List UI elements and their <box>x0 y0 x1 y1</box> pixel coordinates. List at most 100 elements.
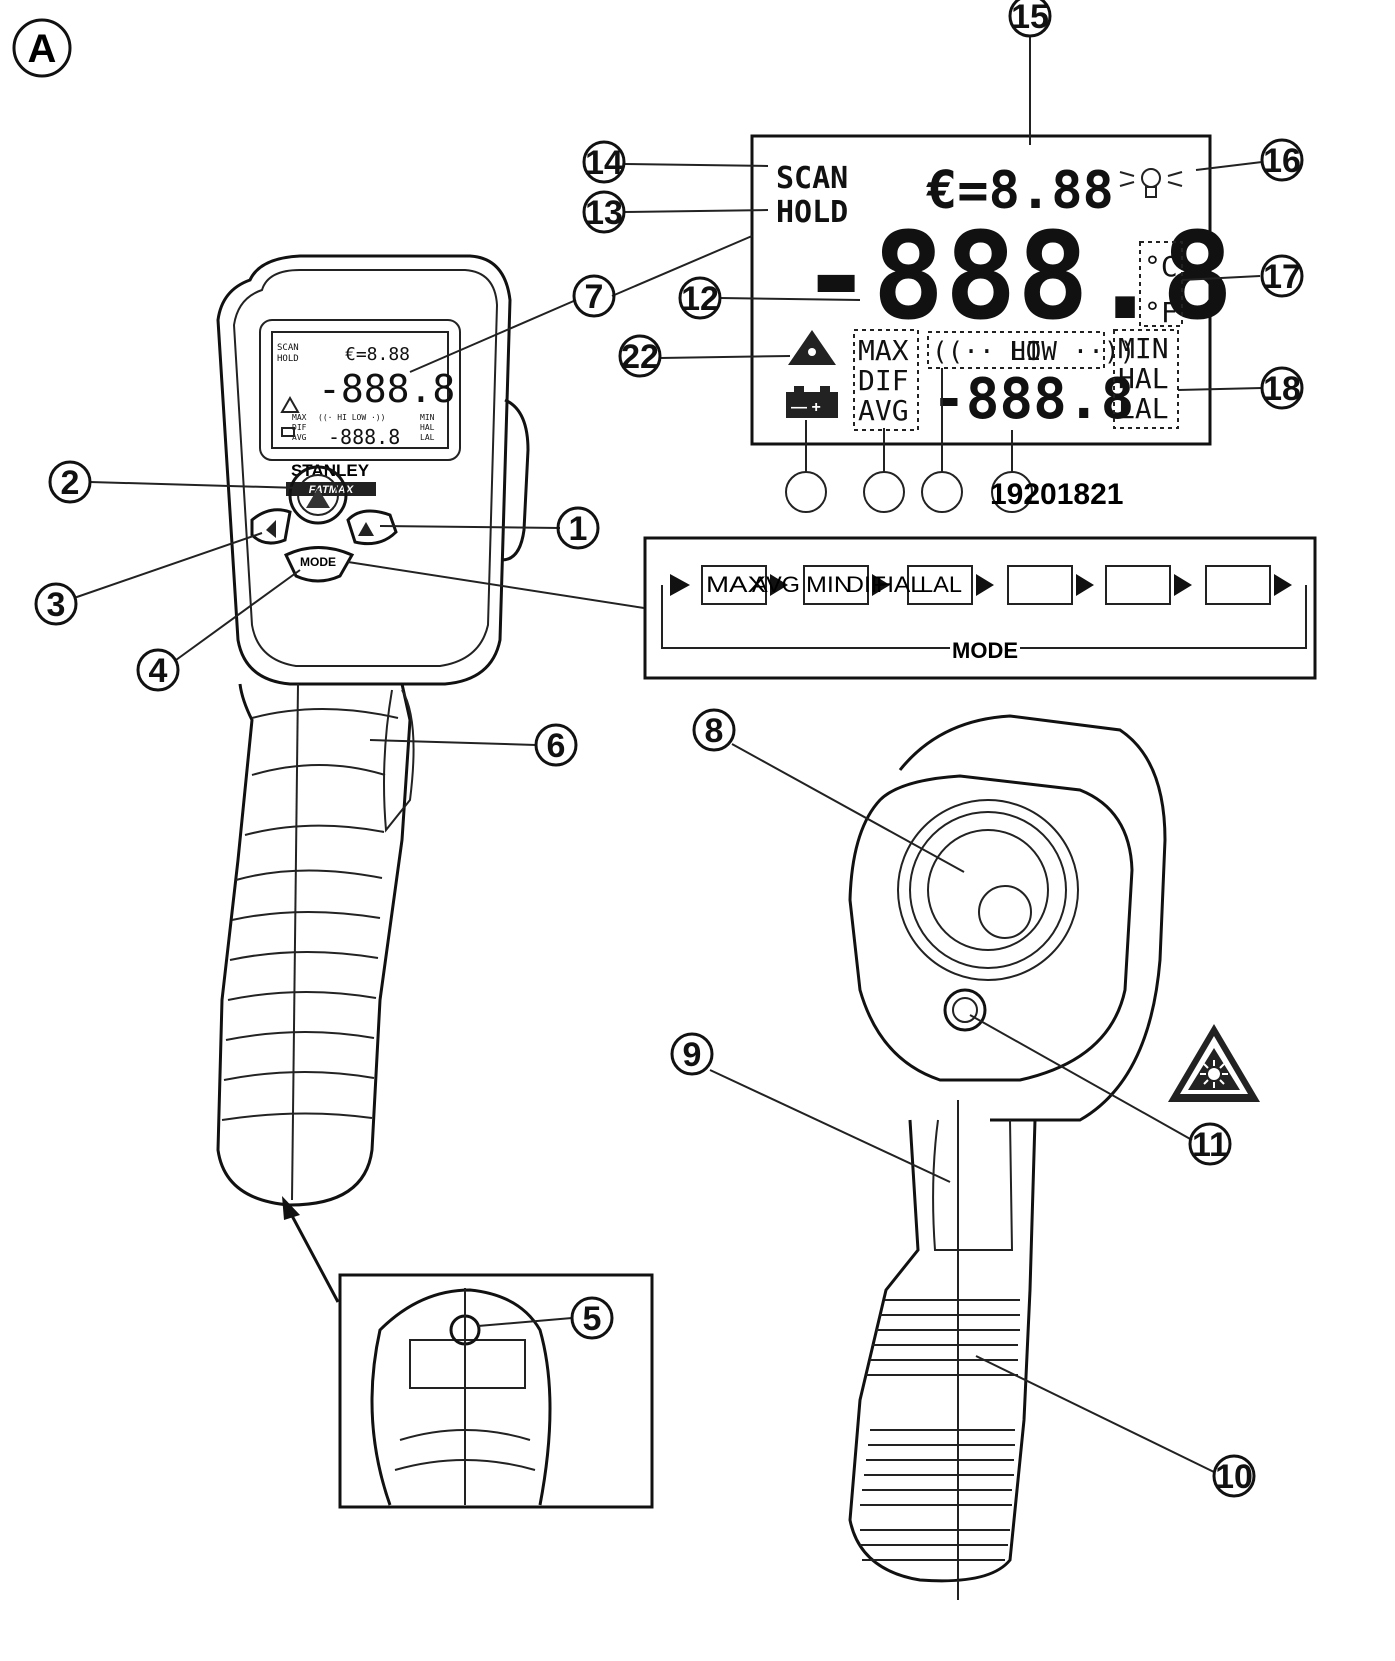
lcd-main-digits: -888.8 <box>800 208 1233 347</box>
callout-14: 14 <box>582 140 626 184</box>
brand-plate <box>286 482 376 496</box>
lcd-lal: LAL <box>1118 392 1169 425</box>
svg-text:5: 5 <box>583 1300 602 1338</box>
small-lcd-emissivity: €=8.88 <box>345 344 410 365</box>
callouts: 1 2 3 4 5 6 7 8 9 10 11 12 13 14 15 16 1… <box>34 0 1304 1498</box>
callout-5: 5 <box>570 1296 614 1340</box>
svg-text:16: 16 <box>1263 142 1301 180</box>
lcd-unit-f: °F <box>1144 296 1178 329</box>
backlight-bulb-icon <box>1119 168 1183 198</box>
small-lcd-avg: AVG <box>292 433 307 442</box>
callout-8: 8 <box>692 708 736 752</box>
mode-loop-label: MODE <box>952 638 1018 663</box>
laser-backlight-button[interactable] <box>288 465 348 525</box>
callout-12: 12 <box>678 276 722 320</box>
svg-text:6: 6 <box>547 727 566 765</box>
unit-box <box>1139 241 1183 327</box>
callout-11: 11 <box>1188 1122 1232 1166</box>
svg-text:22: 22 <box>621 338 659 376</box>
laser-warning-sign-icon <box>1168 1024 1260 1102</box>
lcd-detail: SCAN HOLD €=8.88 -888.8 °C °F MAX DIF AV… <box>750 134 1233 513</box>
lcd-scan-label: SCAN <box>776 161 848 196</box>
callout-16: 16 <box>1260 138 1304 182</box>
mode-box-hal: HAL <box>876 572 924 597</box>
celsius-down-button[interactable] <box>250 508 292 545</box>
lcd-min: MIN <box>1118 332 1169 365</box>
ir-lens <box>978 885 1032 939</box>
callout-17: 17 <box>1260 254 1304 298</box>
lcd-dif: DIF <box>858 364 909 397</box>
svg-text:13: 13 <box>585 194 623 232</box>
callout-15: 15 <box>1008 0 1052 38</box>
svg-text:8: 8 <box>705 712 724 750</box>
small-lcd <box>271 331 449 449</box>
laser-warning-icon <box>788 330 836 365</box>
callout-4: 4 <box>136 648 180 692</box>
battery-compartment-inset <box>338 1273 654 1509</box>
mode-cycle-panel: MAX AVG MIN DIF HAL LAL MODE <box>643 536 1317 680</box>
svg-text:18: 18 <box>1263 370 1301 408</box>
lcd-max: MAX <box>858 334 909 367</box>
battery-icon: — + <box>786 386 838 418</box>
lcd-avg: AVG <box>858 394 909 427</box>
callout-19-21: 19201821 <box>990 478 1123 511</box>
svg-text:15: 15 <box>1011 0 1049 36</box>
small-lcd-min: MIN <box>420 413 435 422</box>
svg-text:— +: — + <box>791 399 821 416</box>
callout-10: 10 <box>1212 1454 1256 1498</box>
callout-3: 3 <box>34 582 78 626</box>
svg-text:11: 11 <box>1192 1126 1228 1164</box>
small-lcd-scan: SCAN <box>277 343 299 353</box>
svg-text:12: 12 <box>681 280 719 318</box>
callout-2: 2 <box>48 460 92 504</box>
small-battery-icon <box>281 427 295 437</box>
mode-box-avg: AVG <box>752 572 800 597</box>
handle <box>216 683 412 1207</box>
lcd-low: LOW ··)) <box>1010 337 1135 367</box>
svg-text:3: 3 <box>47 586 66 624</box>
lcd-hi: ((·· HI <box>932 337 1042 367</box>
small-lcd-hold: HOLD <box>277 354 299 364</box>
laser-aperture <box>943 988 987 1032</box>
figure-label-text: A <box>28 27 57 71</box>
figure-label: A <box>12 18 72 78</box>
trigger[interactable] <box>383 689 415 833</box>
fahrenheit-up-button[interactable] <box>346 509 398 546</box>
callout-7: 7 <box>572 274 616 318</box>
lcd-hold-label: HOLD <box>776 195 848 230</box>
small-lcd-hi-low: ((· HI LOW ·)) <box>318 413 385 422</box>
mode-box-lal: LAL <box>920 572 962 597</box>
svg-text:10: 10 <box>1215 1458 1253 1496</box>
min-hal-lal-box <box>1113 329 1179 429</box>
svg-text:1: 1 <box>569 510 588 548</box>
small-lcd-hal: HAL <box>420 423 435 432</box>
svg-text:17: 17 <box>1263 258 1301 296</box>
mode-box-min: MIN <box>806 572 852 597</box>
mode-button-label: MODE <box>300 555 336 569</box>
svg-text:2: 2 <box>61 464 80 502</box>
callout-18: 18 <box>1260 366 1304 410</box>
small-lcd-main-digits: -888.8 <box>318 367 455 411</box>
thermometer-back-view <box>848 714 1167 1600</box>
leader-lines <box>73 36 1263 1473</box>
mode-box-dif: DIF <box>846 572 886 597</box>
mode-button[interactable]: MODE <box>283 546 355 583</box>
svg-text:14: 14 <box>585 144 623 182</box>
callout-22: 22 <box>618 334 662 378</box>
mode-box-max: MAX <box>706 572 766 597</box>
lcd-frame <box>750 134 1212 446</box>
small-lcd-content: SCAN HOLD €=8.88 -888.8 MAX DIF AVG ((· … <box>277 343 455 449</box>
small-lcd-dif: DIF <box>292 423 307 432</box>
max-dif-avg-box <box>853 329 919 431</box>
lcd-emissivity: €=8.88 <box>926 161 1114 221</box>
thermometer-front-view: SCAN HOLD €=8.88 -888.8 MAX DIF AVG ((· … <box>216 254 530 1207</box>
lcd-sub-digits: -888.8 <box>932 367 1134 432</box>
small-lcd-max: MAX <box>292 413 307 422</box>
svg-text:7: 7 <box>585 278 604 316</box>
svg-text:9: 9 <box>683 1036 702 1074</box>
callout-9: 9 <box>670 1032 714 1076</box>
small-lcd-lal: LAL <box>420 433 435 442</box>
lcd-unit-c: °C <box>1144 250 1178 283</box>
